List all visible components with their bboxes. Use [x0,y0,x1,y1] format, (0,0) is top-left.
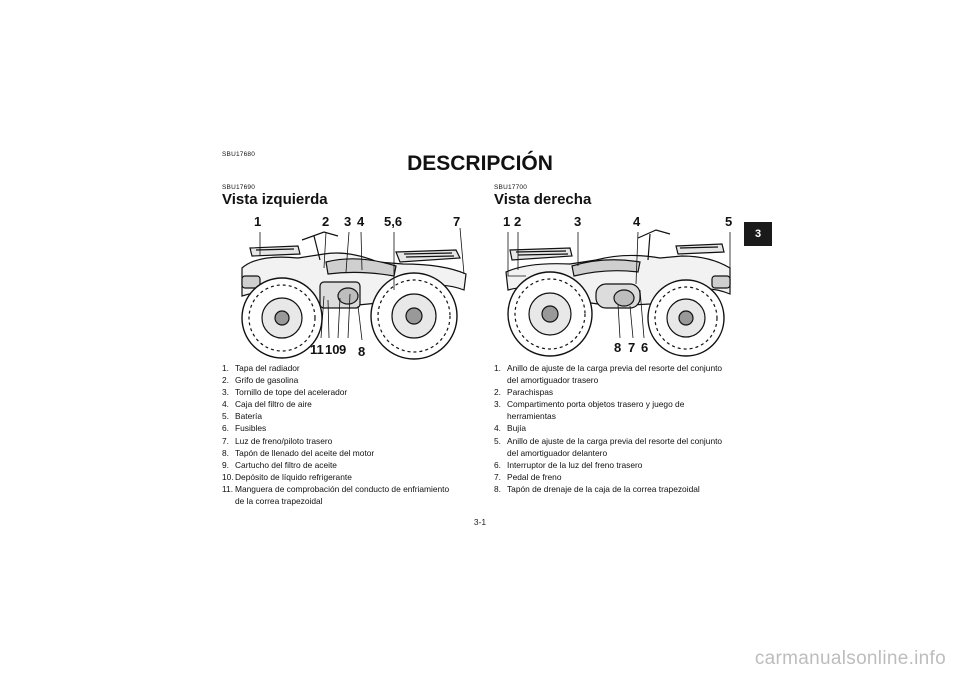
left-callout-7: 7 [453,214,460,229]
right-callout-3: 3 [574,214,581,229]
left-callout-11: 11 [310,342,324,357]
left-section-code: SBU17690 [222,184,256,191]
left-callout-3: 3 [344,214,351,229]
right-section-code: SBU17700 [494,184,528,191]
list-item: 11.Manguera de comprobación del conducto… [222,483,450,507]
left-parts-list: 1.Tapa del radiador 2.Grifo de gasolina … [222,362,472,507]
list-item: 9.Cartucho del filtro de aceite [222,459,337,470]
list-item: 2.Parachispas [494,387,554,398]
left-callout-1: 1 [254,214,261,229]
list-item: 7.Luz de freno/piloto trasero [222,435,333,446]
watermark-link[interactable]: carmanualsonline.info [754,648,946,669]
list-item: 7.Pedal de freno [494,471,562,482]
list-item: 1.Anillo de ajuste de la carga previa de… [494,363,723,386]
list-item: 3.Tornillo de tope del acelerador [222,387,348,398]
right-callout-8: 8 [614,340,621,355]
list-item: 1.Tapa del radiador [222,363,300,373]
list-item: 6.Interruptor de la luz del freno traser… [494,459,643,470]
right-section-title: Vista derecha [494,191,592,208]
right-callout-6: 6 [641,340,648,355]
left-callout-10: 10 [325,342,339,357]
left-callout-4: 4 [357,214,365,229]
list-item: 8.Tapón de llenado del aceite del motor [222,447,375,458]
list-item: 4.Bujía [494,423,527,434]
right-callout-2: 2 [514,214,521,229]
list-item: 6.Fusibles [222,423,267,434]
list-item: 5.Anillo de ajuste de la carga previa de… [494,435,723,458]
list-item: 8.Tapón de drenaje de la caja de la corr… [494,483,700,494]
list-item: 3.Compartimento porta objetos trasero y … [494,399,685,422]
page-title: DESCRIPCIÓN [407,152,553,175]
chapter-tab: 3 [744,222,772,246]
right-callout-7: 7 [628,340,635,355]
atv-right-view-illustration: 1 2 3 4 5 8 7 6 [503,214,732,357]
list-item: 5.Batería [222,411,263,422]
list-item: 2.Grifo de gasolina [222,375,299,386]
right-callout-4: 4 [633,214,641,229]
atv-left-view-illustration: 1 2 3 4 5,6 7 11 10 9 8 [241,214,467,360]
right-callout-1: 1 [503,214,510,229]
right-parts-list: 1.Anillo de ajuste de la carga previa de… [494,362,754,495]
list-item: 4.Caja del filtro de aire [222,399,312,410]
left-callout-8: 8 [358,344,365,359]
right-callout-5: 5 [725,214,732,229]
left-callout-5-6: 5,6 [384,214,402,229]
header-code: SBU17680 [222,151,256,158]
left-section-title: Vista izquierda [222,191,328,208]
page-number: 3-1 [473,517,487,527]
left-callout-2: 2 [322,214,329,229]
left-callout-9: 9 [339,342,346,357]
list-item: 10.Depósito de líquido refrigerante [222,471,352,482]
